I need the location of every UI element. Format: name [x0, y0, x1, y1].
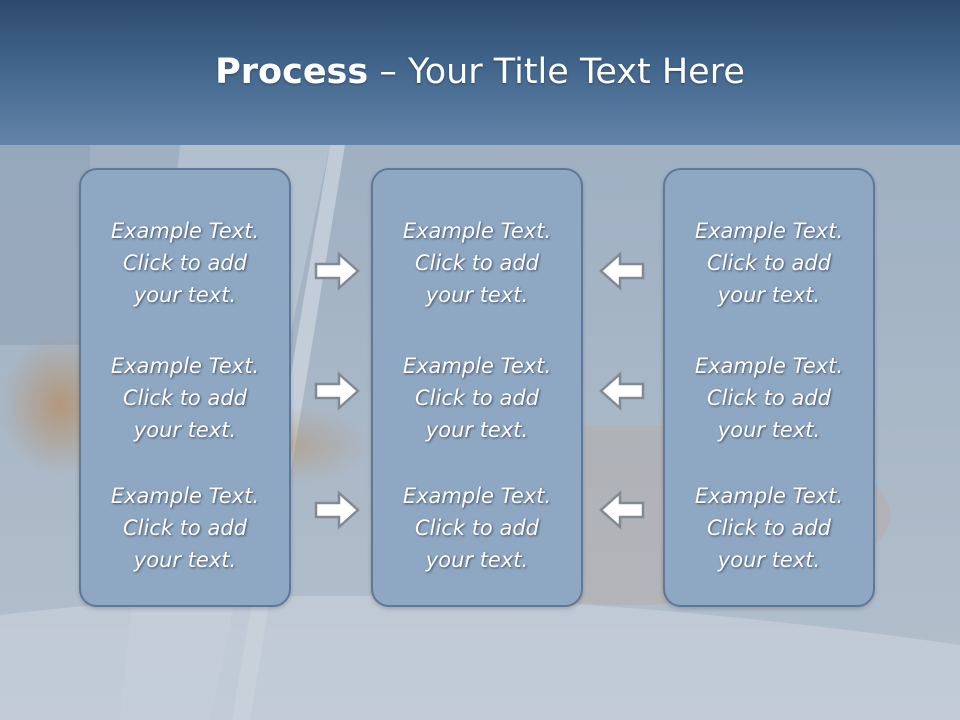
text-line: your text. — [717, 548, 821, 572]
text-line: Example Text. — [110, 484, 260, 508]
text-line: Example Text. — [694, 354, 844, 378]
text-line: Click to add — [122, 516, 247, 540]
text-line: your text. — [717, 418, 821, 442]
left-arrow-icon — [599, 371, 645, 411]
text-line: your text. — [425, 548, 529, 572]
text-line: Example Text. — [694, 219, 844, 243]
text-line: Example Text. — [402, 354, 552, 378]
text-block[interactable]: Example Text. Click to add your text. — [373, 215, 581, 311]
text-block[interactable]: Example Text. Click to add your text. — [81, 480, 289, 576]
right-arrow-icon — [314, 490, 360, 530]
text-block[interactable]: Example Text. Click to add your text. — [665, 480, 873, 576]
title-bar: Process – Your Title Text Here — [0, 0, 960, 145]
text-line: your text. — [133, 548, 237, 572]
text-line: Example Text. — [694, 484, 844, 508]
text-line: your text. — [717, 283, 821, 307]
text-block[interactable]: Example Text. Click to add your text. — [373, 350, 581, 446]
text-line: Example Text. — [402, 219, 552, 243]
text-line: Click to add — [706, 251, 831, 275]
text-line: Click to add — [122, 386, 247, 410]
center-column-box[interactable]: Example Text. Click to add your text. Exam… — [371, 168, 583, 607]
left-arrow-icon — [599, 490, 645, 530]
text-block[interactable]: Example Text. Click to add your text. — [665, 215, 873, 311]
text-line: Click to add — [706, 386, 831, 410]
title-bold: Process — [215, 52, 369, 92]
text-block[interactable]: Example Text. Click to add your text. — [81, 215, 289, 311]
text-line: your text. — [133, 418, 237, 442]
right-arrow-icon — [314, 371, 360, 411]
text-block[interactable]: Example Text. Click to add your text. — [665, 350, 873, 446]
right-arrow-icon — [314, 251, 360, 291]
text-line: Click to add — [122, 251, 247, 275]
right-column-box[interactable]: Example Text. Click to add your text. Exam… — [663, 168, 875, 607]
text-block[interactable]: Example Text. Click to add your text. — [81, 350, 289, 446]
text-line: Click to add — [414, 251, 539, 275]
text-line: your text. — [425, 283, 529, 307]
slide-title[interactable]: Process – Your Title Text Here — [0, 52, 960, 92]
text-line: Example Text. — [110, 219, 260, 243]
left-arrow-icon — [599, 251, 645, 291]
text-line: your text. — [425, 418, 529, 442]
text-line: Click to add — [414, 386, 539, 410]
text-line: Example Text. — [402, 484, 552, 508]
text-line: Example Text. — [110, 354, 260, 378]
text-block[interactable]: Example Text. Click to add your text. — [373, 480, 581, 576]
left-column-box[interactable]: Example Text. Click to add your text. Exam… — [79, 168, 291, 607]
text-line: Click to add — [414, 516, 539, 540]
text-line: Click to add — [706, 516, 831, 540]
title-rest: – Your Title Text Here — [368, 52, 745, 92]
text-line: your text. — [133, 283, 237, 307]
